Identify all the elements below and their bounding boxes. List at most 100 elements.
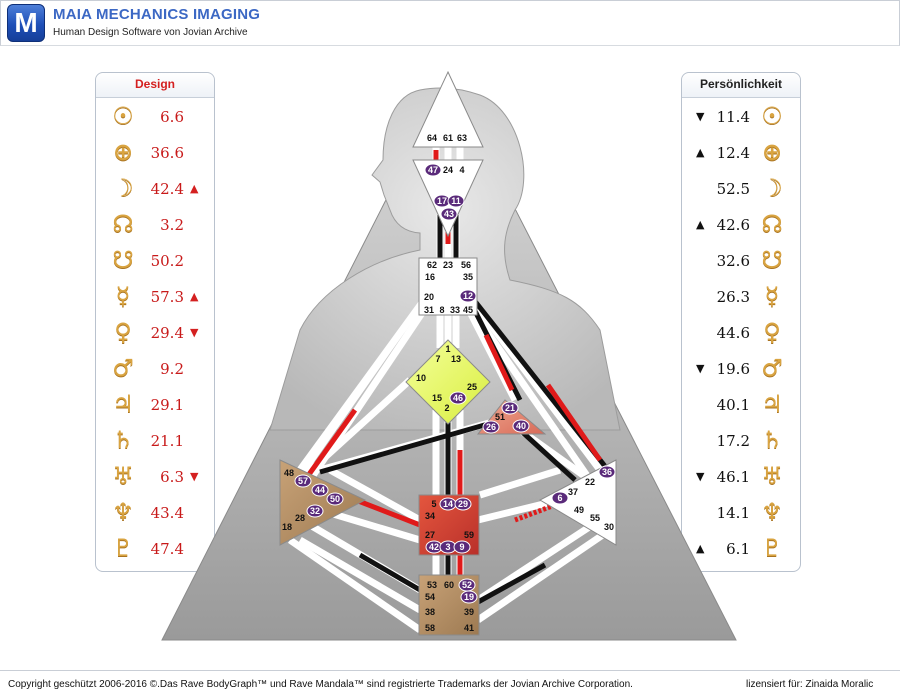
uranus-icon: ♅ bbox=[761, 462, 783, 490]
detriment-arrow-icon: ▼ bbox=[190, 470, 199, 483]
planet-row: ♅46.1▼ bbox=[682, 459, 800, 495]
gate-highlight bbox=[512, 419, 530, 433]
gate-label: 41 bbox=[464, 623, 474, 633]
license-text: lizensiert für: Zinaida Moralic bbox=[746, 679, 874, 690]
gate-label: 48 bbox=[284, 468, 294, 478]
gate-label: 54 bbox=[425, 592, 435, 602]
gate-label: 60 bbox=[444, 580, 454, 590]
gate-label: 45 bbox=[463, 305, 473, 315]
uranus-icon: ♅ bbox=[112, 462, 134, 490]
planet-value: 42.4 bbox=[150, 180, 184, 198]
planet-row: ☋32.6 bbox=[682, 243, 800, 279]
earth-icon: ⊕ bbox=[761, 138, 783, 166]
gate-label: 61 bbox=[443, 133, 453, 143]
jupiter-icon: ♃ bbox=[761, 390, 783, 418]
planet-row: ♃29.1 bbox=[96, 387, 214, 423]
gate-label: 64 bbox=[427, 133, 437, 143]
planet-row: ♆14.1 bbox=[682, 495, 800, 531]
gate-label: 51 bbox=[495, 412, 505, 422]
gate-label: 14 bbox=[443, 499, 453, 509]
planet-value: 11.4 bbox=[716, 108, 750, 126]
planet-value: 26.3 bbox=[716, 288, 750, 306]
gate-label: 59 bbox=[464, 530, 474, 540]
gate-label: 23 bbox=[443, 260, 453, 270]
gate-label: 22 bbox=[585, 477, 595, 487]
planet-value: 40.1 bbox=[716, 396, 750, 414]
footer: Copyright geschützt 2006-2016 ©.Das Rave… bbox=[0, 670, 900, 700]
planet-row: ⊕12.4▲ bbox=[682, 135, 800, 171]
planet-row: ♂19.6▼ bbox=[682, 351, 800, 387]
gate-label: 49 bbox=[574, 505, 584, 515]
gate-label: 35 bbox=[463, 272, 473, 282]
detriment-arrow-icon: ▼ bbox=[696, 362, 705, 375]
planet-row: ♀44.6 bbox=[682, 315, 800, 351]
gate-label: 34 bbox=[425, 511, 435, 521]
planet-value: 50.2 bbox=[150, 252, 184, 270]
saturn-icon: ♄ bbox=[761, 426, 783, 454]
planet-value: 3.2 bbox=[160, 216, 184, 234]
g-center bbox=[405, 339, 491, 425]
gate-highlight bbox=[424, 163, 442, 177]
gate-label: 20 bbox=[424, 292, 434, 302]
gate-highlight bbox=[453, 540, 471, 554]
gate-highlight bbox=[447, 194, 465, 208]
gate-label: 5 bbox=[431, 499, 436, 509]
gate-highlight bbox=[460, 590, 478, 604]
mars-icon: ♂ bbox=[112, 354, 134, 382]
pluto-icon: ♇ bbox=[112, 534, 134, 562]
sun-icon: ☉ bbox=[761, 102, 783, 130]
gate-label: 12 bbox=[463, 291, 473, 301]
planet-value: 43.4 bbox=[150, 504, 184, 522]
gate-label: 33 bbox=[450, 305, 460, 315]
sun-icon: ☉ bbox=[112, 102, 134, 130]
gate-label: 58 bbox=[425, 623, 435, 633]
solar-plexus-center bbox=[538, 459, 617, 546]
gate-label: 28 bbox=[295, 513, 305, 523]
gate-label: 56 bbox=[461, 260, 471, 270]
gate-label: 29 bbox=[458, 499, 468, 509]
gate-label: 31 bbox=[424, 305, 434, 315]
planet-value: 29.4 bbox=[150, 324, 184, 342]
planet-row: ☿26.3 bbox=[682, 279, 800, 315]
planet-row: ♇6.1▲ bbox=[682, 531, 800, 567]
planet-row: ♄17.2 bbox=[682, 423, 800, 459]
gate-label: 1 bbox=[445, 344, 450, 354]
planet-row: ☊42.6▲ bbox=[682, 207, 800, 243]
exalted-arrow-icon: ▲ bbox=[696, 146, 705, 159]
planet-value: 19.6 bbox=[716, 360, 750, 378]
app-subtitle: Human Design Software von Jovian Archive bbox=[53, 27, 248, 38]
gate-label: 27 bbox=[425, 530, 435, 540]
gate-label: 10 bbox=[416, 373, 426, 383]
gate-label: 2 bbox=[444, 403, 449, 413]
gate-label: 4 bbox=[459, 165, 464, 175]
gate-label: 52 bbox=[462, 580, 472, 590]
gate-highlight bbox=[459, 289, 477, 303]
detriment-arrow-icon: ▼ bbox=[190, 326, 199, 339]
design-panel-title: Design bbox=[96, 73, 214, 98]
planet-value: 29.1 bbox=[150, 396, 184, 414]
head-center bbox=[412, 70, 484, 148]
gate-label: 39 bbox=[464, 607, 474, 617]
planet-row: ☉11.4▼ bbox=[682, 99, 800, 135]
gate-label: 55 bbox=[590, 513, 600, 523]
gate-label: 63 bbox=[457, 133, 467, 143]
planet-value: 47.4 bbox=[150, 540, 184, 558]
gate-highlight bbox=[598, 465, 616, 479]
planet-row: ☽52.5 bbox=[682, 171, 800, 207]
gate-label: 37 bbox=[568, 487, 578, 497]
gate-label: 13 bbox=[451, 354, 461, 364]
personality-panel: Persönlichkeit ☉11.4▼⊕12.4▲☽52.5☊42.6▲☋3… bbox=[681, 72, 801, 572]
gate-label: 38 bbox=[425, 607, 435, 617]
gate-label: 43 bbox=[444, 209, 454, 219]
planet-value: 57.3 bbox=[150, 288, 184, 306]
planet-row: ♀ 29.4 ▼ bbox=[96, 315, 214, 351]
gate-label: 18 bbox=[282, 522, 292, 532]
gate-label: 6 bbox=[557, 493, 562, 503]
mercury-icon: ☿ bbox=[115, 282, 131, 310]
venus-icon: ♀ bbox=[114, 318, 132, 346]
gate-label: 46 bbox=[453, 393, 463, 403]
gate-highlight bbox=[551, 491, 569, 505]
gate-highlight bbox=[440, 207, 458, 221]
app-header: M MAIA MECHANICS IMAGING Human Design So… bbox=[0, 0, 900, 46]
